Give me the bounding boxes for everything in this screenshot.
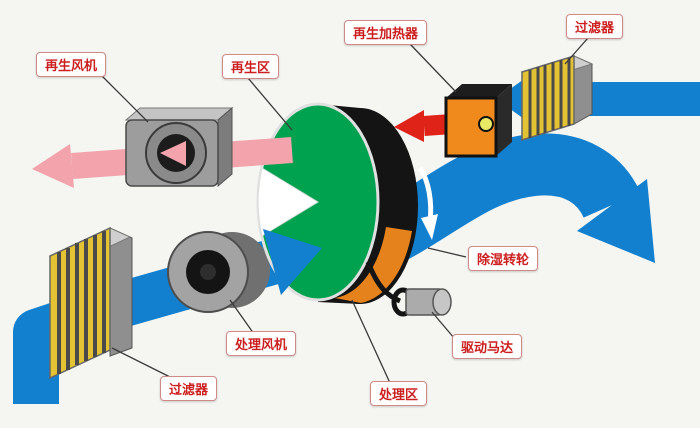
process-fan-unit xyxy=(167,231,270,313)
filter-bottom-side xyxy=(109,227,133,357)
motor-end-cap xyxy=(432,288,452,316)
outlet-arrowhead-icon xyxy=(577,179,655,263)
inlet-arrowhead-icon xyxy=(263,229,322,295)
label-regen-heater: 再生加热器 xyxy=(344,20,428,45)
filter-top-pleats xyxy=(528,58,571,138)
filter-top-unit xyxy=(520,54,594,142)
regen-fan-flow-arrowhead-icon xyxy=(160,141,186,166)
leader-filter-top xyxy=(564,37,589,65)
regen-fan-unit xyxy=(124,106,234,188)
leader-regen-heater xyxy=(409,43,457,93)
wheel-rotation-arrowhead-icon xyxy=(421,214,438,240)
label-regen-zone: 再生区 xyxy=(222,54,280,79)
label-filter-bottom: 过滤器 xyxy=(160,376,218,401)
heater-face xyxy=(444,96,498,158)
label-wheel: 除湿转轮 xyxy=(468,246,539,271)
heater-top xyxy=(446,84,512,98)
label-drive-motor: 驱动马达 xyxy=(452,334,523,359)
regen-fan-side xyxy=(217,106,233,188)
regen-heater-unit xyxy=(444,84,512,158)
label-process-fan: 处理风机 xyxy=(226,331,297,356)
label-filter-top: 过滤器 xyxy=(566,14,624,39)
label-process-zone: 处理区 xyxy=(370,381,428,406)
wheel-regen-sector-wedge xyxy=(257,167,319,237)
leader-wheel xyxy=(427,247,467,258)
leader-regen-zone xyxy=(247,77,293,131)
filter-bottom-unit xyxy=(48,226,133,380)
filter-bottom-pleats xyxy=(57,231,106,374)
process-fan-axle xyxy=(200,264,216,280)
leader-filter-bottom xyxy=(111,347,173,379)
heater-side xyxy=(496,84,512,156)
leader-lines xyxy=(99,37,589,384)
regen-fan-top xyxy=(124,107,234,121)
leader-process-fan xyxy=(229,299,255,335)
drive-motor-unit xyxy=(365,261,452,317)
label-regen-fan: 再生风机 xyxy=(36,52,107,77)
regen-exhaust-arrowhead-icon xyxy=(32,144,74,188)
leader-process-zone xyxy=(351,299,391,384)
wheel-rotation-arrow xyxy=(417,166,434,223)
hot-air-arrowhead-icon xyxy=(394,110,424,142)
heater-indicator-icon xyxy=(478,116,494,132)
leader-regen-fan xyxy=(99,73,149,123)
drive-belt xyxy=(365,261,402,304)
wheel-rotor-orange-segment xyxy=(335,227,412,303)
